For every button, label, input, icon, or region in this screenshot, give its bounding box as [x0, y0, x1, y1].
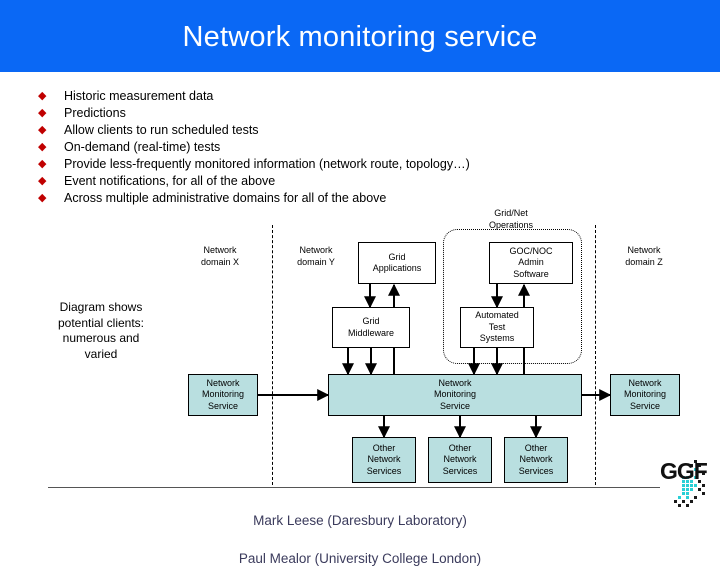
network-domain-z-label: Network domain Z — [625, 245, 663, 267]
diagram-caption: Diagram shows potential clients: numerou… — [57, 300, 145, 361]
list-item: ◆ Provide less-frequently monitored info… — [38, 156, 598, 173]
network-domain-x-label: Network domain X — [200, 245, 240, 267]
list-item: ◆ Allow clients to run scheduled tests — [38, 122, 598, 139]
list-item-label: Historic measurement data — [64, 89, 214, 103]
diamond-bullet-icon: ◆ — [38, 192, 47, 204]
footer-line-2: Paul Mealor (University College London) — [238, 551, 482, 566]
grid-net-operations-zone — [443, 229, 582, 364]
list-item: ◆ Predictions — [38, 105, 598, 122]
ggf-logo-text: GGF — [660, 458, 708, 484]
footer-line-1: Mark Leese (Daresbury Laboratory) — [253, 513, 467, 528]
diamond-bullet-icon: ◆ — [38, 158, 47, 170]
domain-divider-left — [272, 225, 273, 485]
slide-canvas: Network monitoring service ◆ Historic me… — [0, 0, 720, 566]
list-item-label: Provide less-frequently monitored inform… — [64, 157, 470, 171]
list-item: ◆ Event notifications, for all of the ab… — [38, 173, 598, 190]
grid-net-operations-label: Grid/Net Operations — [488, 208, 534, 230]
list-item-label: On-demand (real-time) tests — [64, 140, 221, 154]
diamond-bullet-icon: ◆ — [38, 90, 47, 102]
box-other-network-services-2: Other Network Services — [428, 437, 492, 483]
list-item-label: Across multiple administrative domains f… — [64, 191, 387, 205]
list-item: ◆ On-demand (real-time) tests — [38, 139, 598, 156]
box-other-network-services-1: Other Network Services — [352, 437, 416, 483]
box-goc-noc-admin-software: GOC/NOC Admin Software — [489, 242, 573, 284]
diamond-bullet-icon: ◆ — [38, 124, 47, 136]
box-automated-test-systems: Automated Test Systems — [460, 307, 534, 348]
diamond-bullet-icon: ◆ — [38, 141, 47, 153]
bullet-list: ◆ Historic measurement data ◆ Prediction… — [38, 88, 598, 207]
network-domain-y-label: Network domain Y — [297, 245, 335, 267]
page-title: Network monitoring service — [182, 21, 538, 53]
diamond-bullet-icon: ◆ — [38, 107, 47, 119]
ggf-logo: GGF — [660, 458, 716, 512]
list-item: ◆ Across multiple administrative domains… — [38, 190, 598, 207]
box-network-monitoring-service-right: Network Monitoring Service — [610, 374, 680, 416]
ggf-logo-icon — [674, 460, 705, 507]
list-item-label: Predictions — [64, 106, 126, 120]
list-item-label: Event notifications, for all of the abov… — [64, 174, 276, 188]
list-item-label: Allow clients to run scheduled tests — [64, 123, 259, 137]
box-grid-middleware: Grid Middleware — [332, 307, 410, 348]
box-other-network-services-3: Other Network Services — [504, 437, 568, 483]
title-banner: Network monitoring service — [0, 0, 720, 72]
domain-divider-right — [595, 225, 596, 485]
box-grid-applications: Grid Applications — [358, 242, 436, 284]
diamond-bullet-icon: ◆ — [38, 175, 47, 187]
list-item: ◆ Historic measurement data — [38, 88, 598, 105]
footer-divider — [48, 487, 660, 488]
box-network-monitoring-service-left: Network Monitoring Service — [188, 374, 258, 416]
box-network-monitoring-service-center: Network Monitoring Service — [328, 374, 582, 416]
